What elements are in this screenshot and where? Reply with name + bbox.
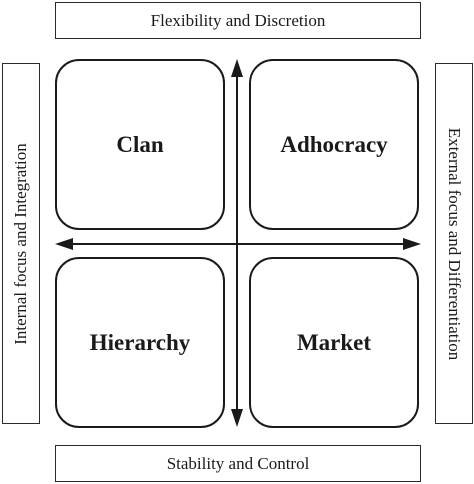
quadrant-clan-label: Clan bbox=[116, 131, 164, 157]
arrowhead-down-icon bbox=[231, 409, 243, 427]
axis-label-bottom-text: Stability and Control bbox=[166, 453, 310, 473]
arrowhead-left-icon bbox=[55, 238, 73, 250]
quadrant-market-label: Market bbox=[296, 329, 372, 355]
axis-label-left-text: Internal focus and Integration bbox=[11, 142, 30, 345]
axis-label-top-text: Flexibility and Discretion bbox=[150, 10, 326, 30]
quadrant-adhocracy-label: Adhocracy bbox=[280, 131, 388, 157]
quadrant-hierarchy: Hierarchy bbox=[55, 257, 225, 428]
axis-label-right-text: External focus and Differentiation bbox=[445, 127, 464, 360]
arrowhead-up-icon bbox=[231, 59, 243, 77]
axis-label-right: External focus and Differentiation bbox=[435, 63, 473, 424]
quadrant-hierarchy-label: Hierarchy bbox=[89, 329, 191, 355]
quadrant-clan: Clan bbox=[55, 59, 225, 230]
axis-label-left: Internal focus and Integration bbox=[2, 63, 40, 424]
axis-label-bottom: Stability and Control bbox=[55, 445, 421, 482]
arrowhead-right-icon bbox=[403, 238, 421, 250]
axis-label-top: Flexibility and Discretion bbox=[55, 2, 421, 39]
quadrant-adhocracy: Adhocracy bbox=[249, 59, 419, 230]
quadrant-market: Market bbox=[249, 257, 419, 428]
